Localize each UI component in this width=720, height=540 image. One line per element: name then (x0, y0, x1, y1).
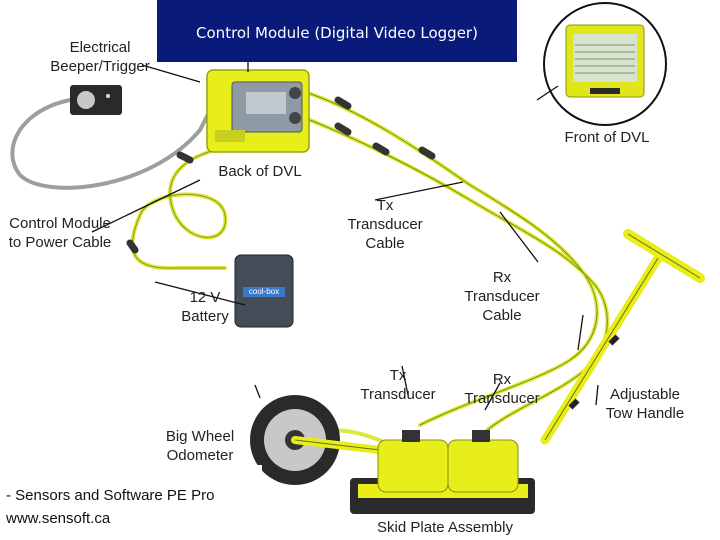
cable-bands (126, 96, 436, 254)
label-tx-cable: Tx Transducer Cable (347, 197, 423, 252)
skid-plate-assembly (350, 430, 535, 514)
label-tow-handle: Adjustable Tow Handle (605, 386, 685, 422)
banner-title: Control Module (Digital Video Logger) (196, 24, 478, 42)
tow-handle (540, 229, 705, 445)
label-electrical-beeper: Electrical Beeper/Trigger (50, 39, 150, 75)
label-big-wheel: Big Wheel Odometer (165, 428, 235, 464)
dvl-back-unit (206, 69, 310, 153)
battery (234, 254, 294, 328)
label-front-of-dvl: Front of DVL (564, 129, 650, 146)
caption-line-2: www.sensoft.ca (6, 510, 111, 527)
label-power-cable: Control Module to Power Cable (8, 215, 112, 251)
label-battery: 12 V Battery (181, 289, 229, 325)
label-rx-transducer: Rx Transducer (464, 371, 540, 407)
source-caption: - Sensors and Software PE Pro www.sensof… (0, 465, 262, 540)
label-skid-plate: Skid Plate Assembly (377, 519, 513, 536)
label-back-of-dvl: Back of DVL (218, 163, 302, 180)
electrical-beeper-device (70, 85, 122, 115)
label-tx-transducer: Tx Transducer (360, 367, 436, 403)
caption-line-1: - Sensors and Software PE Pro (6, 487, 215, 504)
dvl-front-view (543, 2, 667, 126)
big-wheel-odometer (250, 395, 384, 485)
battery-brand: cool-box (248, 287, 280, 296)
title-banner: Control Module (Digital Video Logger) (157, 0, 517, 62)
label-rx-cable: Rx Transducer Cable (464, 269, 540, 324)
